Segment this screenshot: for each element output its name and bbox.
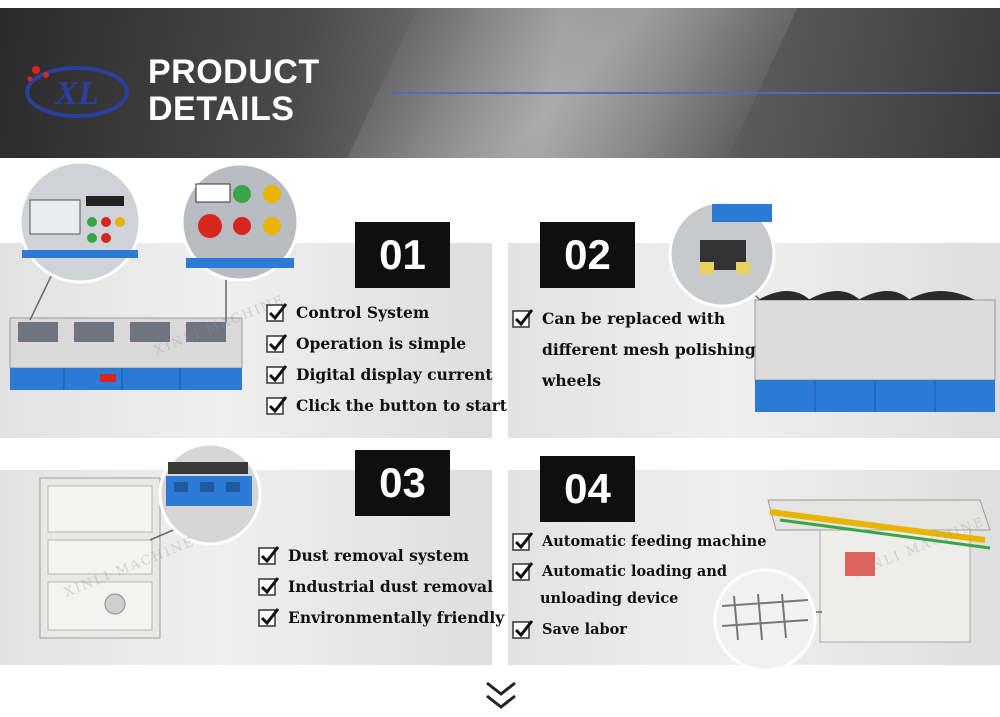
- checkbox-check-icon: [258, 577, 280, 596]
- checkbox-check-icon: [512, 309, 534, 328]
- feature-item: Digital display current: [266, 364, 493, 384]
- dust-port-zoom-image: [158, 442, 262, 546]
- section-number-01: 01: [355, 222, 450, 288]
- checkbox-check-icon: [258, 546, 280, 565]
- dust-collector-image: [39, 477, 161, 639]
- button-panel-zoom-image: [180, 162, 300, 282]
- control-panel-zoom-image: [18, 160, 142, 284]
- feature-label-continued: unloading device: [540, 590, 679, 607]
- logo-text: XL: [54, 75, 98, 112]
- double-chevron-down-icon[interactable]: [484, 680, 518, 712]
- feature-label-continued: different mesh polishing: [542, 340, 756, 359]
- feature-item: Automatic loading and: [512, 561, 727, 581]
- feature-label: Control System: [296, 302, 430, 322]
- checkbox-check-icon: [266, 365, 288, 384]
- checkbox-check-icon: [266, 303, 288, 322]
- polishing-machine-1-image: [9, 317, 243, 390]
- checkbox-check-icon: [512, 562, 534, 581]
- feature-item: Control System: [266, 302, 429, 322]
- feature-item: Industrial dust removal: [258, 576, 493, 596]
- checkbox-check-icon: [512, 620, 534, 639]
- page-title: PRODUCT DETAILS: [148, 54, 320, 128]
- feature-item: Save labor: [512, 619, 627, 639]
- mesh-wheel-zoom-image: [668, 200, 776, 308]
- feature-label: Operation is simple: [296, 333, 467, 353]
- feature-item: Operation is simple: [266, 333, 466, 353]
- feature-item: Automatic feeding machine: [512, 531, 766, 551]
- feature-item: Dust removal system: [258, 545, 469, 565]
- brand-logo: XL: [25, 66, 129, 118]
- feature-item: Can be replaced with: [512, 308, 725, 328]
- feature-item: Environmentally friendly: [258, 607, 504, 627]
- feature-label: Save labor: [542, 620, 627, 638]
- header-banner: XL PRODUCT DETAILS: [0, 8, 1000, 158]
- feature-label: Automatic loading and: [542, 562, 728, 580]
- checkbox-check-icon: [258, 608, 280, 627]
- feature-label: Can be replaced with: [542, 308, 726, 328]
- title-divider: [392, 92, 1000, 94]
- title-line-2: DETAILS: [148, 90, 295, 128]
- section-number-04: 04: [540, 456, 635, 522]
- polishing-machine-2-image: [754, 291, 996, 412]
- feature-item: Click the button to start: [266, 395, 507, 415]
- title-line-1: PRODUCT: [148, 53, 320, 91]
- section-number-03: 03: [355, 450, 450, 516]
- feature-label: Click the button to start: [296, 395, 507, 415]
- feature-label: Environmentally friendly: [288, 607, 505, 627]
- feature-label: Automatic feeding machine: [542, 532, 767, 550]
- section-number-02: 02: [540, 222, 635, 288]
- checkbox-check-icon: [266, 334, 288, 353]
- feature-label: Industrial dust removal: [288, 576, 493, 596]
- checkbox-check-icon: [512, 532, 534, 551]
- checkbox-check-icon: [266, 396, 288, 415]
- rack-zoom-image: [713, 568, 817, 672]
- feature-label: Dust removal system: [288, 545, 469, 565]
- feature-label-continued: wheels: [542, 371, 601, 390]
- feature-label: Digital display current: [296, 364, 493, 384]
- auto-feeding-machine-image: [767, 499, 991, 643]
